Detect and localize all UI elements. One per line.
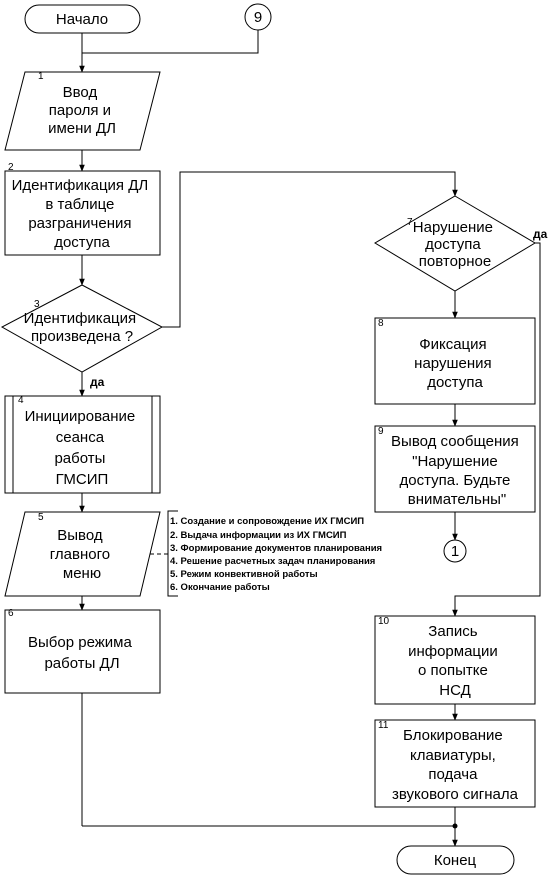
block-10-log-attempt: 10 Запись информации о попытке НСД xyxy=(374,615,536,705)
merge-dot xyxy=(452,823,458,829)
block-11-text: Блокирование клавиатуры, подача звуковог… xyxy=(392,727,519,803)
block-5-main-menu: 5 Вывод главного меню xyxy=(4,511,161,597)
block-8-violation-record: 8 Фиксация нарушения доступа xyxy=(374,317,536,405)
block-6-text: Выбор режима работы ДЛ xyxy=(28,634,136,672)
end-terminator: Конец xyxy=(396,845,515,875)
block-4-session-init: 4 Инициирование сеанса работы ГМСИП xyxy=(4,395,161,494)
flow-lines xyxy=(79,30,541,847)
block-7-text: Нарушение доступа повторное xyxy=(413,219,497,270)
block-5-text: Вывод главного меню xyxy=(50,527,115,582)
menu-items-list: 1. Создание и сопровождение ИХ ГМСИП 2. … xyxy=(170,516,385,593)
flow-7-yes-to-10 xyxy=(452,242,541,617)
block-2-text: Идентификация ДЛ в таблице разграничения… xyxy=(12,177,153,251)
connector-1-label: 1 xyxy=(451,543,459,560)
block-10-text: Запись информации о попытке НСД xyxy=(408,623,502,699)
block-4-text: Инициирование сеанса работы ГМСИП xyxy=(25,408,140,488)
block-3-yes-label: да xyxy=(90,375,105,389)
flow-connector9-join xyxy=(82,30,259,54)
block-4-number: 4 xyxy=(18,395,24,406)
block-3-number: 3 xyxy=(34,299,40,310)
block-11-keyboard-lock: 11 Блокирование клавиатуры, подача звуко… xyxy=(374,719,536,808)
block-11-number: 11 xyxy=(378,720,389,731)
start-terminator: Начало xyxy=(24,4,141,34)
block-3-text: Идентификация произведена ? xyxy=(24,310,141,345)
block-1-text: Ввод пароля и имени ДЛ xyxy=(48,84,116,137)
connector-1: 1 xyxy=(443,539,467,563)
block-2-identification: 2 Идентификация ДЛ в таблице разграничен… xyxy=(4,162,161,256)
block-6-number: 6 xyxy=(8,608,14,619)
block-10-number: 10 xyxy=(378,616,390,627)
block-1-number: 1 xyxy=(38,71,44,82)
connector-9-label: 9 xyxy=(254,9,262,26)
block-2-number: 2 xyxy=(8,162,14,173)
block-1-login-input: 1 Ввод пароля и имени ДЛ xyxy=(4,71,161,151)
block-7-number: 7 xyxy=(407,217,413,228)
block-3-decision: 3 Идентификация произведена ? да xyxy=(0,284,164,389)
block-6-mode-select: 6 Выбор режима работы ДЛ xyxy=(4,608,161,694)
end-label: Конец xyxy=(434,852,477,869)
connector-9: 9 xyxy=(244,3,272,31)
menu-annotation: 1. Создание и сопровождение ИХ ГМСИП 2. … xyxy=(150,510,385,597)
block-8-number: 8 xyxy=(378,318,384,329)
flow-3-no-to-7 xyxy=(162,171,458,328)
block-7-yes-label: да xyxy=(533,227,548,241)
block-7-decision: 7 Нарушение доступа повторное да xyxy=(374,195,548,292)
block-8-text: Фиксация нарушения доступа xyxy=(414,336,496,391)
block-9-number: 9 xyxy=(378,426,384,437)
block-5-number: 5 xyxy=(38,512,44,523)
start-label: Начало xyxy=(56,11,108,28)
block-9-warning-message: 9 Вывод сообщения "Нарушение доступа. Бу… xyxy=(374,425,536,513)
block-9-text: Вывод сообщения "Нарушение доступа. Будь… xyxy=(391,433,523,508)
